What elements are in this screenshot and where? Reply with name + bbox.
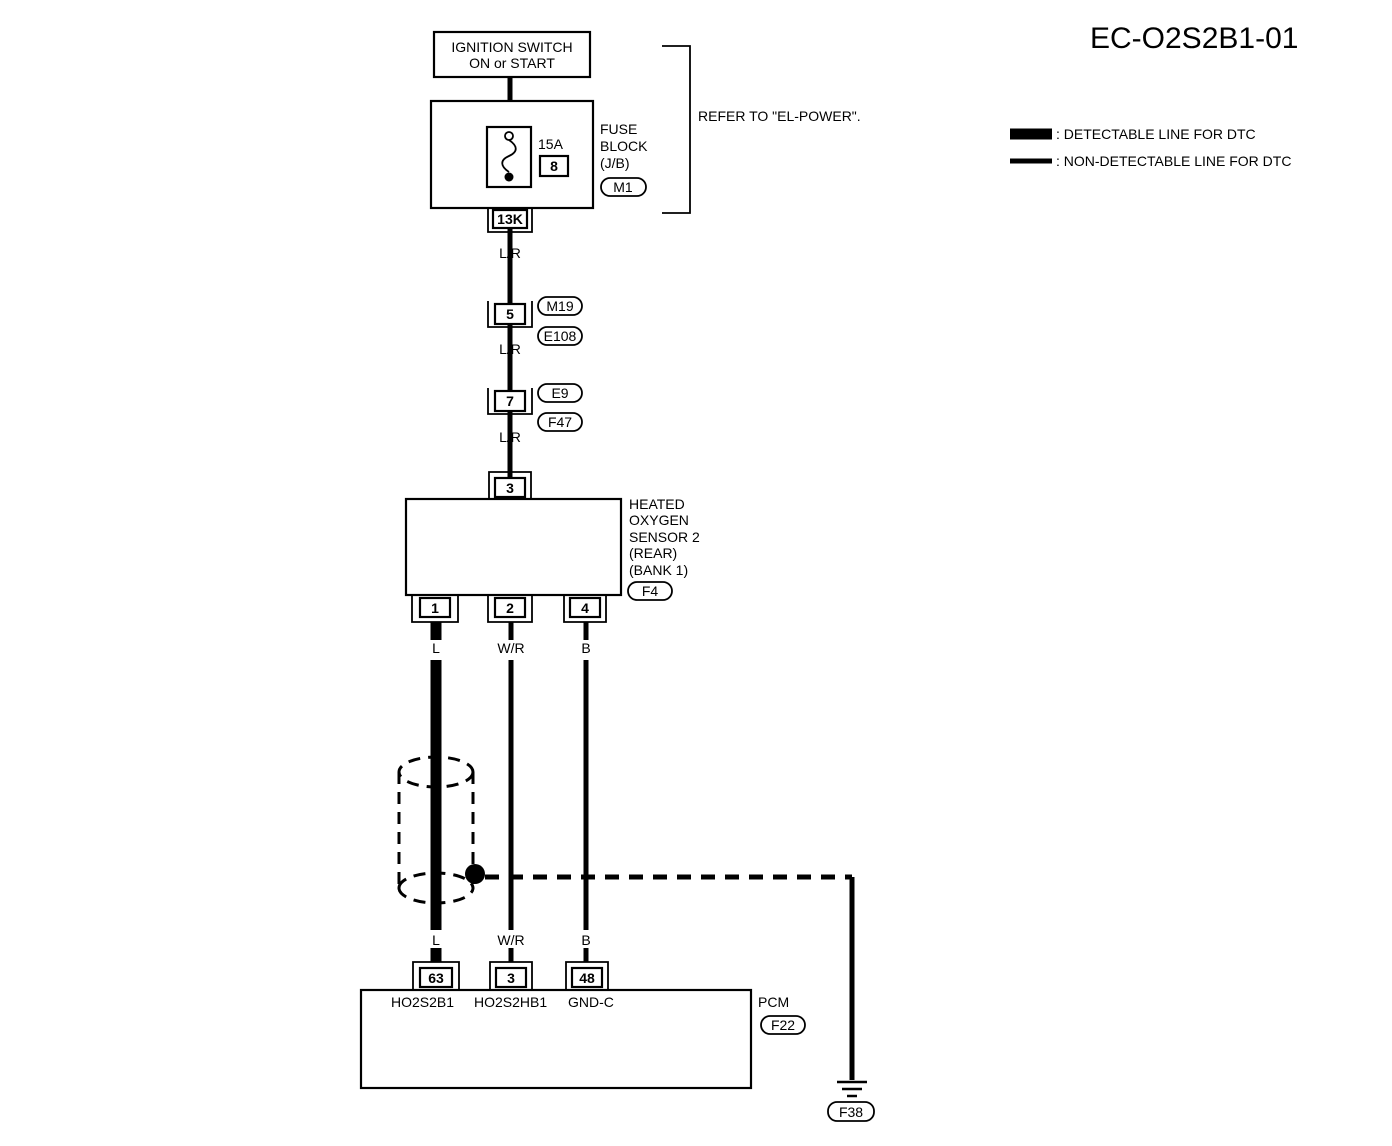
ignition-switch-position: ON or START bbox=[469, 55, 555, 71]
sensor-connector-badge bbox=[627, 581, 673, 601]
pcm-pin-3: 3 bbox=[507, 970, 515, 986]
ground-connector: F38 bbox=[839, 1104, 863, 1120]
sensor-pin-1: 1 bbox=[431, 600, 439, 616]
sensor-pin-2-box bbox=[493, 596, 527, 619]
sensor-label-5: (BANK 1) bbox=[629, 562, 688, 578]
pcm-terminal-gnd-c: GND-C bbox=[568, 994, 614, 1010]
pcm: 63 3 48 HO2S2B1 HO2S2HB1 GND-C PCM F22 bbox=[359, 961, 806, 1090]
pcm-pin-3-housing bbox=[489, 961, 533, 990]
pcm-terminal-ho2s2hb1: HO2S2HB1 bbox=[474, 994, 547, 1010]
refer-bracket bbox=[662, 45, 691, 214]
wire-color-wr-top: W/R bbox=[497, 640, 524, 656]
pcm-pin-48-housing bbox=[565, 961, 609, 990]
fuse-terminal-housing bbox=[487, 208, 533, 233]
fuse-number-box bbox=[538, 154, 570, 178]
fuse-number: 8 bbox=[550, 158, 558, 174]
diagram-id: EC-O2S2B1-01 bbox=[1090, 22, 1298, 55]
joint-connector-2: 7 E9 F47 bbox=[487, 383, 583, 432]
ignition-switch-label: IGNITION SWITCH bbox=[451, 39, 572, 55]
shield-drain-junction bbox=[465, 864, 485, 884]
pcm-pin-48: 48 bbox=[579, 970, 595, 986]
fuse-block: 15A 8 FUSE BLOCK (J/B) M1 13K bbox=[429, 99, 648, 233]
joint-connector-1: 5 M19 E108 bbox=[487, 296, 583, 346]
wire-color-lr-3: L/R bbox=[499, 429, 521, 445]
pcm-pin-48-box bbox=[570, 966, 604, 989]
sensor-pin-4: 4 bbox=[581, 600, 589, 616]
heated-oxygen-sensor: 3 HEATED OXYGEN SENSOR 2 (REAR) (BANK 1)… bbox=[404, 471, 700, 623]
fuse-terminal-bottom bbox=[504, 172, 514, 182]
joint-2-connector-top: E9 bbox=[551, 385, 568, 401]
wire-color-b-bottom: B bbox=[581, 932, 590, 948]
joint-1-housing bbox=[487, 301, 533, 328]
sensor-label-2: OXYGEN bbox=[629, 512, 689, 528]
refer-note: REFER TO "EL-POWER". bbox=[698, 108, 861, 124]
joint-1-connector-top: M19 bbox=[546, 298, 573, 314]
sensor-pin-4-box bbox=[568, 596, 602, 619]
fuse-block-connector-badge bbox=[600, 177, 647, 197]
fuse-block-label-1: FUSE bbox=[600, 121, 637, 137]
pcm-connector: F22 bbox=[771, 1017, 795, 1033]
fuse-block-label-3: (J/B) bbox=[600, 155, 630, 171]
joint-1-connector-bottom: E108 bbox=[544, 328, 577, 344]
fuse-block-connector: M1 bbox=[613, 179, 633, 195]
pcm-pin-63: 63 bbox=[428, 970, 444, 986]
wire-color-l-bottom: L bbox=[432, 932, 440, 948]
shield-bottom-arc-back bbox=[397, 871, 475, 889]
legend-detectable-label: : DETECTABLE LINE FOR DTC bbox=[1056, 126, 1256, 142]
wire-color-lr-1: L/R bbox=[499, 245, 521, 261]
pcm-box bbox=[359, 988, 753, 1090]
pcm-pin-63-box bbox=[418, 966, 454, 989]
joint-2-pin-box bbox=[493, 389, 527, 413]
joint-2-connector-bottom: F47 bbox=[548, 414, 572, 430]
sensor-top-pin: 3 bbox=[506, 480, 514, 496]
fuse-block-label-2: BLOCK bbox=[600, 138, 648, 154]
joint-2-connector-bottom-badge bbox=[537, 412, 583, 432]
sensor-box bbox=[404, 497, 623, 597]
joint-1-pin: 5 bbox=[506, 306, 514, 322]
wire-color-l-top: L bbox=[432, 640, 440, 656]
fuse-rating: 15A bbox=[538, 136, 564, 152]
ignition-switch: IGNITION SWITCH ON or START bbox=[432, 30, 592, 79]
legend-non-detectable-label: : NON-DETECTABLE LINE FOR DTC bbox=[1056, 153, 1291, 169]
joint-2-pin: 7 bbox=[506, 393, 514, 409]
sensor-pin-1-box bbox=[418, 596, 452, 619]
joint-2-connector-top-badge bbox=[537, 383, 583, 403]
joint-1-connector-bottom-badge bbox=[537, 326, 583, 346]
shield: F38 bbox=[397, 755, 875, 1122]
wire-color-wr-bottom: W/R bbox=[497, 932, 524, 948]
sensor-label-3: SENSOR 2 bbox=[629, 529, 700, 545]
sensor-top-pin-housing bbox=[488, 471, 532, 499]
sensor-label-1: HEATED bbox=[629, 496, 685, 512]
sensor-label-4: (REAR) bbox=[629, 545, 677, 561]
fuse-terminal-label: 13K bbox=[497, 211, 523, 227]
ignition-switch-box bbox=[432, 30, 592, 79]
shield-bottom-arc bbox=[397, 887, 475, 905]
wire-color-b-top: B bbox=[581, 640, 590, 656]
sensor-pin-2: 2 bbox=[506, 600, 514, 616]
ground-connector-badge bbox=[827, 1101, 875, 1122]
fuse-element-icon bbox=[501, 139, 517, 173]
legend: : DETECTABLE LINE FOR DTC : NON-DETECTAB… bbox=[1010, 126, 1291, 169]
pcm-connector-badge bbox=[760, 1015, 806, 1035]
pcm-terminal-ho2s2b1: HO2S2B1 bbox=[391, 994, 454, 1010]
joint-1-pin-box bbox=[493, 302, 527, 326]
sensor-connector: F4 bbox=[642, 583, 659, 599]
sensor-top-pin-box bbox=[493, 476, 527, 499]
joint-2-housing bbox=[487, 388, 533, 415]
pcm-pin-3-box bbox=[494, 966, 528, 989]
pcm-label: PCM bbox=[758, 994, 789, 1010]
fuse-terminal-box bbox=[491, 208, 529, 230]
joint-1-connector-top-badge bbox=[537, 296, 583, 316]
pcm-pin-63-housing bbox=[412, 961, 460, 990]
wire-color-lr-2: L/R bbox=[499, 341, 521, 357]
